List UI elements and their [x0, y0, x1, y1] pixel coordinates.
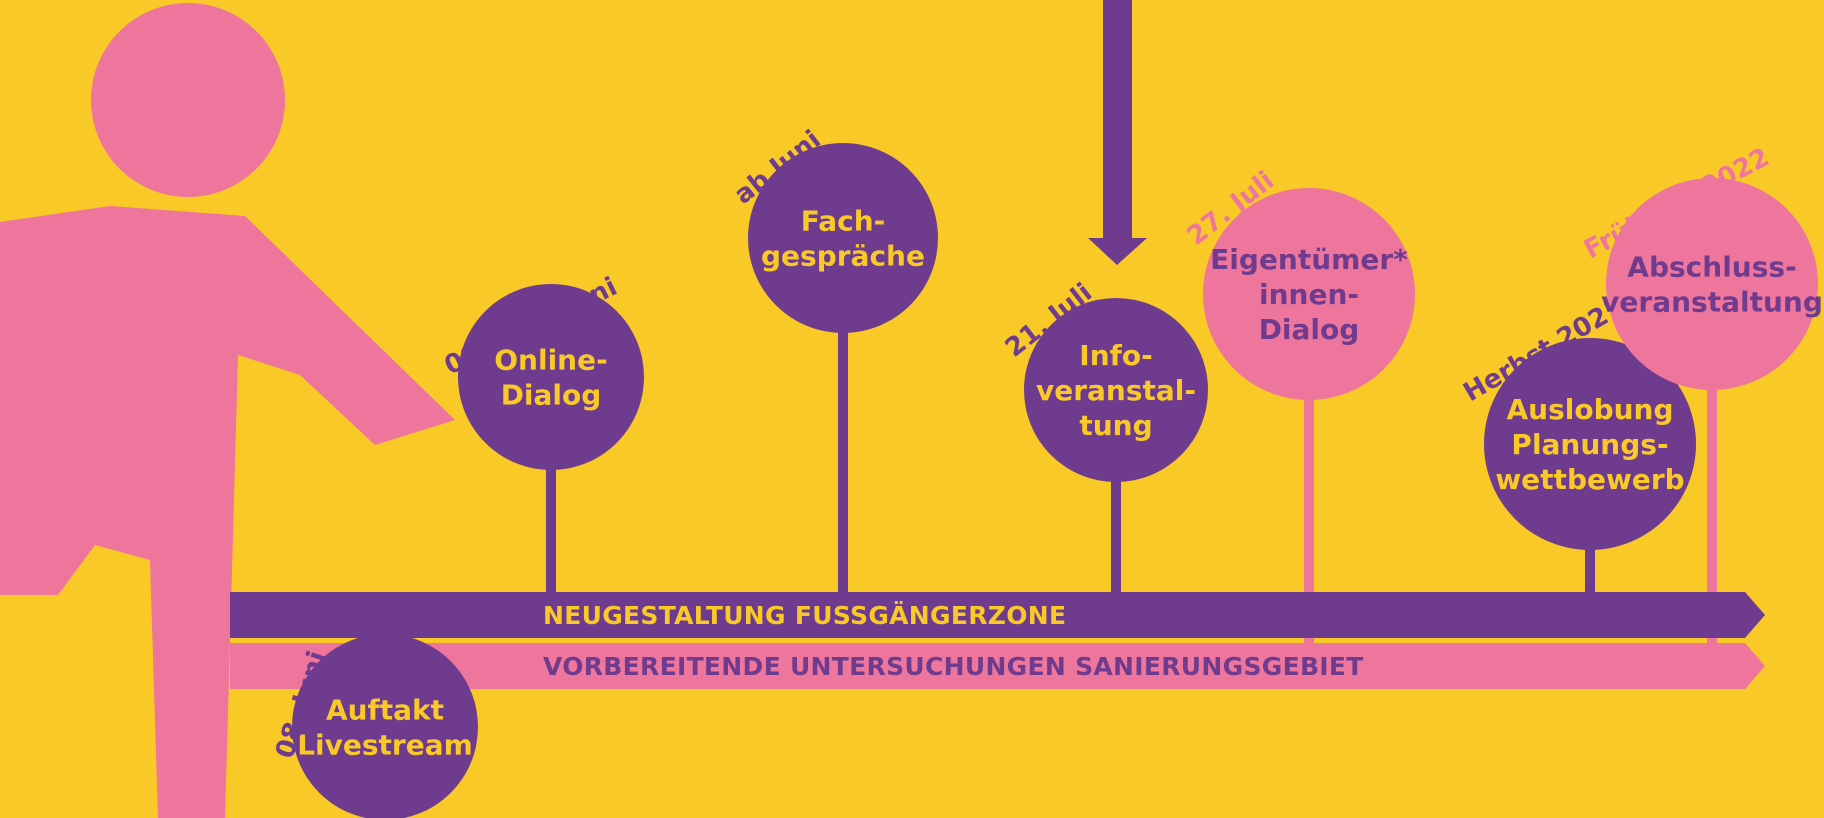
milestone-label-line: Auftakt — [326, 694, 444, 727]
milestone-label-line: Dialog — [1259, 313, 1360, 346]
milestone-circle — [748, 143, 938, 333]
figure-head — [91, 3, 285, 197]
milestone-label-line: Abschluss- — [1627, 251, 1796, 284]
figure-body — [0, 206, 455, 818]
milestone-label-line: tung — [1079, 409, 1152, 442]
milestone-stem-eigentuemer-dialog — [1304, 294, 1314, 648]
milestone-circle — [1606, 178, 1818, 390]
milestone-label-line: veranstal- — [1036, 374, 1196, 407]
milestone-label-line: Online- — [494, 344, 607, 377]
milestone-label-line: Planungs- — [1511, 428, 1668, 461]
milestone-label-line: Eigentümer* — [1210, 243, 1408, 276]
milestone-stem-fachgespraeche — [838, 238, 848, 597]
track-upper — [230, 592, 1765, 638]
milestone-label-line: veranstaltung — [1601, 286, 1823, 319]
milestone-stem-infoveranstaltung — [1111, 390, 1121, 597]
milestone-label-line: Info- — [1079, 339, 1152, 372]
milestone-circle — [1024, 298, 1208, 482]
milestone-label-line: Auslobung — [1506, 393, 1673, 426]
track-lower — [230, 643, 1765, 689]
track-lower-label: VORBEREITENDE UNTERSUCHUNGEN SANIERUNGSG… — [543, 652, 1364, 681]
milestone-stem-online-dialog — [546, 377, 556, 597]
milestone-stem-abschluss — [1707, 284, 1717, 648]
milestone-label-line: gespräche — [761, 240, 925, 273]
milestone-circle — [292, 634, 478, 818]
milestone-circle — [1484, 338, 1696, 550]
milestone-circle — [458, 284, 644, 470]
milestone-label-line: Fach- — [801, 205, 886, 238]
milestone-label-line: wettbewerb — [1495, 463, 1684, 496]
milestone-circle — [1203, 188, 1415, 400]
walking-person-icon — [0, 3, 455, 818]
milestone-label-line: Livestream — [297, 729, 473, 762]
milestone-label-line: innen- — [1259, 278, 1359, 311]
track-upper-label: NEUGESTALTUNG FUSSGÄNGERZONE — [543, 600, 1066, 630]
milestone-label-line: Dialog — [501, 379, 602, 412]
down-arrow-icon — [1088, 0, 1147, 265]
